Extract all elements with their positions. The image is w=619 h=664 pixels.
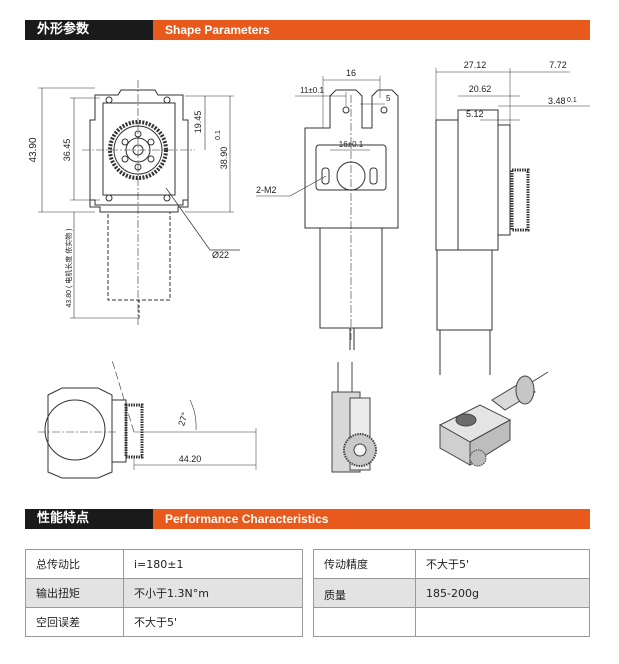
dim-5-12: 5.12 (466, 109, 484, 119)
technical-drawing: 43.90 36.45 43.80 ( 电机长度 依实物 ) 19.45 38.… (28, 60, 590, 479)
shape-parameters-title-cn: 外形参数 (25, 20, 153, 40)
performance-table-right: 传动精度 不大于5' 质量 185-200g (313, 549, 590, 637)
row-value (415, 607, 590, 637)
dim-38-90: 38.90 (219, 147, 229, 170)
front-view (38, 80, 240, 325)
row-label: 空回误差 (25, 607, 124, 637)
row-label: 输出扭矩 (25, 578, 124, 608)
dim-5: 5 (386, 94, 391, 103)
dim-phi22: Ø22 (212, 250, 229, 260)
dim-19-45: 19.45 (193, 111, 203, 134)
dim-m2-holes: 2-M2 (256, 185, 277, 195)
row-value: 不大于5' (123, 607, 303, 637)
dim-angle: 27° (176, 411, 190, 427)
dim-3-48-tolerance: 0.1 (567, 97, 577, 104)
performance-header: 性能特点 Performance Characteristics (25, 509, 590, 529)
dim-16-center: 16±0.1 (339, 140, 364, 149)
row-label: 传动精度 (313, 549, 416, 579)
dim-20-62: 20.62 (469, 84, 492, 94)
row-label: 质量 (313, 578, 416, 608)
table-row (313, 607, 590, 637)
side-view (256, 76, 399, 350)
table-row: 质量 185-200g (313, 578, 590, 608)
table-row: 空回误差 不大于5' (25, 607, 303, 637)
performance-title-cn: 性能特点 (25, 509, 153, 529)
performance-title-en: Performance Characteristics (153, 509, 590, 529)
row-value: i=180±1 (123, 549, 303, 579)
dim-44-20: 44.20 (179, 454, 202, 464)
table-row: 总传动比 i=180±1 (25, 549, 303, 579)
table-row: 输出扭矩 不小于1.3N°m (25, 578, 303, 608)
dim-3-48: 3.48 (548, 96, 566, 106)
dim-16: 16 (346, 68, 356, 78)
product-render-iso (438, 371, 549, 467)
performance-table-left: 总传动比 i=180±1 输出扭矩 不小于1.3N°m 空回误差 不大于5' (25, 549, 303, 637)
dim-7-72: 7.72 (549, 60, 567, 70)
row-label: 总传动比 (25, 549, 124, 579)
table-row: 传动精度 不大于5' (313, 549, 590, 579)
dim-motor-length: 43.80 ( 电机长度 依实物 ) (64, 229, 73, 308)
top-view (38, 359, 257, 479)
row-value: 185-200g (415, 578, 590, 608)
row-value: 不小于1.3N°m (123, 578, 303, 608)
dim-11: 11±0.1 (300, 86, 324, 95)
shape-parameters-title-en: Shape Parameters (153, 20, 590, 40)
right-view (435, 68, 590, 375)
product-render-side (331, 362, 377, 473)
dim-27-12: 27.12 (464, 60, 487, 70)
dim-43-90: 43.90 (28, 137, 39, 162)
row-label (313, 607, 416, 637)
row-value: 不大于5' (415, 549, 590, 579)
dim-38-90-tolerance: 0.1 (215, 130, 222, 140)
dim-36-45: 36.45 (62, 139, 72, 162)
shape-parameters-header: 外形参数 Shape Parameters (25, 20, 590, 40)
